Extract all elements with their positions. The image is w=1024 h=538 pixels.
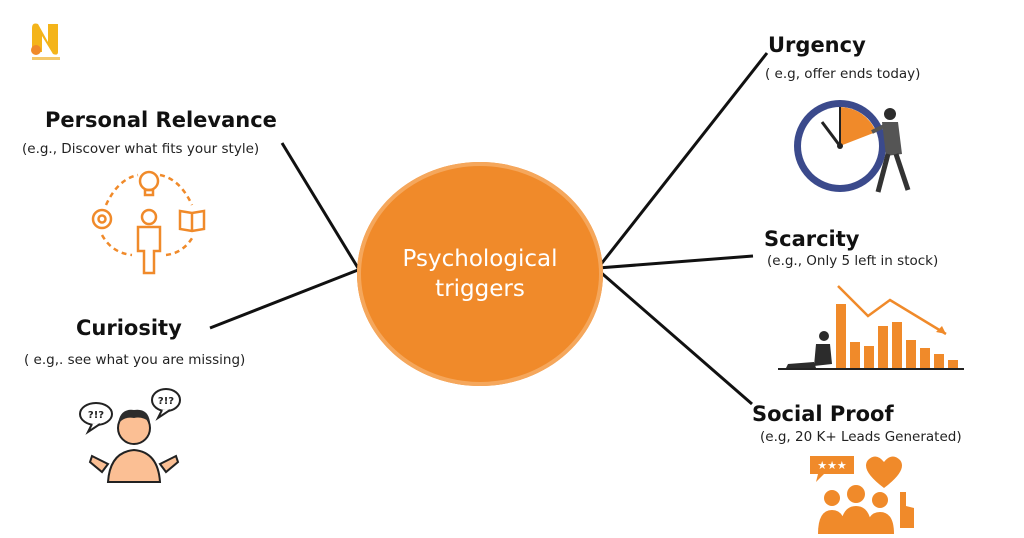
- connector-scarcity: [597, 254, 754, 270]
- brand-logo-icon: [31, 23, 60, 60]
- curiosity-bubble-left-text: ?!?: [88, 410, 104, 421]
- social-proof-title: Social Proof: [752, 402, 894, 426]
- center-circle: Psychological triggers: [357, 162, 603, 386]
- urgency-title: Urgency: [768, 33, 866, 57]
- connector-curiosity: [209, 268, 359, 330]
- declining-stock-icon: [778, 285, 964, 370]
- center-label: Psychological triggers: [380, 244, 580, 304]
- center-label-line2: triggers: [435, 276, 525, 302]
- connector-social-proof: [597, 268, 753, 406]
- personal-relevance-title: Personal Relevance: [45, 108, 277, 132]
- curiosity-example: ( e.g,. see what you are missing): [24, 352, 246, 368]
- personal-relevance-example: (e.g., Discover what fits your style): [22, 141, 260, 157]
- social-proof-example: (e.g, 20 K+ Leads Generated): [760, 429, 962, 445]
- urgency-example: ( e.g, offer ends today): [765, 66, 921, 82]
- scarcity-example: (e.g., Only 5 left in stock): [767, 253, 939, 269]
- clock-push-icon: [794, 100, 911, 193]
- social-review-icon: ★★★: [810, 456, 914, 534]
- svg-text:★★★: ★★★: [817, 459, 847, 472]
- curious-person-icon: ?!? ?!?: [79, 388, 181, 483]
- curiosity-title: Curiosity: [76, 316, 182, 340]
- connector-personal-relevance: [280, 142, 360, 269]
- scarcity-title: Scarcity: [764, 227, 860, 251]
- center-label-line1: Psychological: [402, 246, 558, 272]
- connector-urgency: [596, 52, 769, 269]
- person-ideas-icon: [91, 170, 206, 275]
- curiosity-bubble-right-text: ?!?: [158, 396, 174, 407]
